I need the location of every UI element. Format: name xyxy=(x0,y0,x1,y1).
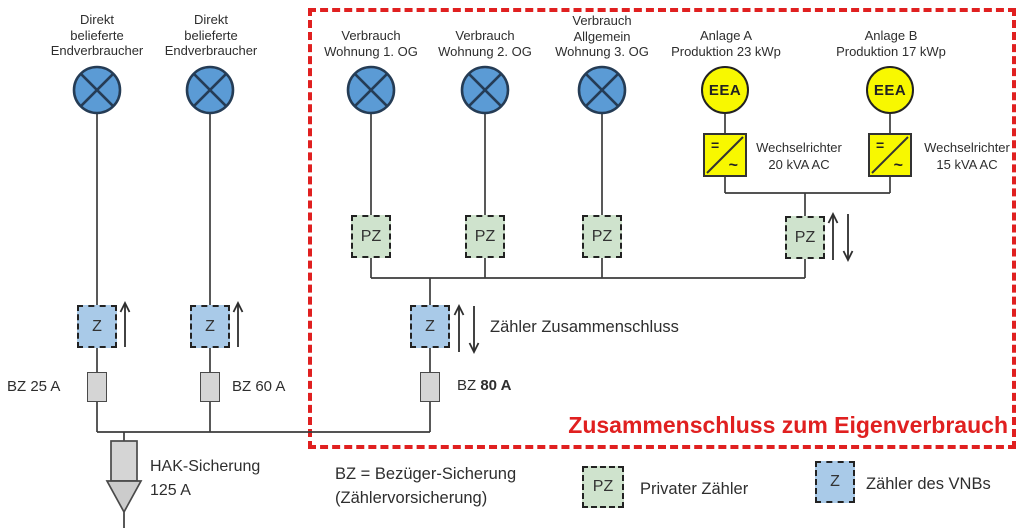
consumer-lamp-icon xyxy=(72,65,122,115)
flat2-label: Verbrauch Wohnung 2. OG xyxy=(438,28,532,59)
private-meter-flat2: PZ xyxy=(465,215,505,258)
private-meter-generation: PZ xyxy=(785,216,825,259)
consumer-lamp-icon xyxy=(460,65,510,115)
consumer1-label: Direkt belieferte Endverbraucher xyxy=(50,12,144,58)
eea-label: EEA xyxy=(873,81,907,99)
pz-label: PZ xyxy=(474,227,496,245)
consumer-lamp-icon xyxy=(577,65,627,115)
inverter-a-icon: = ~ xyxy=(703,133,747,177)
ac-symbol: ~ xyxy=(893,157,903,174)
consumer2-label: Direkt belieferte Endverbraucher xyxy=(164,12,258,58)
flat3-label: Verbrauch Allgemein Wohnung 3. OG xyxy=(555,13,649,59)
pz-label: PZ xyxy=(360,227,382,245)
legend-z-box: Z xyxy=(815,461,855,503)
pz-label: PZ xyxy=(591,227,613,245)
meter-join-label: Zähler Zusammenschluss xyxy=(490,318,679,336)
z-label: Z xyxy=(830,473,840,490)
ac-symbol: ~ xyxy=(728,157,738,174)
z-label: Z xyxy=(205,317,215,335)
z-label: Z xyxy=(92,317,102,335)
consumer-lamp-icon xyxy=(185,65,235,115)
inverter-a-label: Wechselrichter 20 kVA AC xyxy=(756,140,842,172)
legend-z-text: Zähler des VNBs xyxy=(866,475,991,493)
bz80-label: BZ 80 A xyxy=(457,377,511,394)
up-arrow-icon xyxy=(232,300,244,347)
dc-symbol: = xyxy=(876,137,885,153)
consumer-lamp-icon xyxy=(346,65,396,115)
private-meter-flat1: PZ xyxy=(351,215,391,258)
bz80-prefix: BZ xyxy=(457,377,477,394)
plant-b-label: Anlage B Produktion 17 kWp xyxy=(836,28,946,59)
wires xyxy=(96,114,891,528)
self-consumption-banner: Zusammenschluss zum Eigenverbrauch xyxy=(568,412,1008,438)
bz-fuse-80a-icon xyxy=(420,372,440,402)
down-arrow-icon xyxy=(842,214,854,263)
inverter-b-icon: = ~ xyxy=(868,133,912,177)
vnb-meter-consumer1: Z xyxy=(77,305,117,348)
private-meter-flat3: PZ xyxy=(582,215,622,258)
dc-symbol: = xyxy=(711,137,720,153)
down-arrow-icon xyxy=(468,306,480,355)
eea-generator-icon: EEA xyxy=(701,66,749,114)
up-arrow-icon xyxy=(453,303,465,352)
hak-label: HAK-Sicherung 125 A xyxy=(150,458,261,499)
flat1-label: Verbrauch Wohnung 1. OG xyxy=(324,28,418,59)
pz-label: PZ xyxy=(794,228,816,246)
plant-a-label: Anlage A Produktion 23 kWp xyxy=(671,28,781,59)
z-label: Z xyxy=(425,317,435,335)
up-arrow-icon xyxy=(119,300,131,347)
legend-bz-definition: BZ = Bezüger-Sicherung (Zählervorsicheru… xyxy=(335,465,517,507)
eea-label: EEA xyxy=(708,81,742,99)
up-arrow-icon xyxy=(827,211,839,260)
pz-label: PZ xyxy=(592,478,614,495)
inverter-b-label: Wechselrichter 15 kVA AC xyxy=(924,140,1010,172)
eea-generator-icon: EEA xyxy=(866,66,914,114)
bz-fuse-60a-icon xyxy=(200,372,220,402)
vnb-meter-join: Z xyxy=(410,305,450,348)
bz25-label: BZ 25 A xyxy=(7,378,61,395)
legend-pz-text: Privater Zähler xyxy=(640,480,749,498)
legend-pz-box: PZ xyxy=(582,466,624,508)
vnb-meter-consumer2: Z xyxy=(190,305,230,348)
hak-fuse-icon xyxy=(105,440,143,514)
bz60-label: BZ 60 A xyxy=(232,378,286,395)
bz-fuse-25a-icon xyxy=(87,372,107,402)
self-consumption-boundary-box xyxy=(308,8,1016,449)
bz80-value: 80 A xyxy=(480,377,512,394)
